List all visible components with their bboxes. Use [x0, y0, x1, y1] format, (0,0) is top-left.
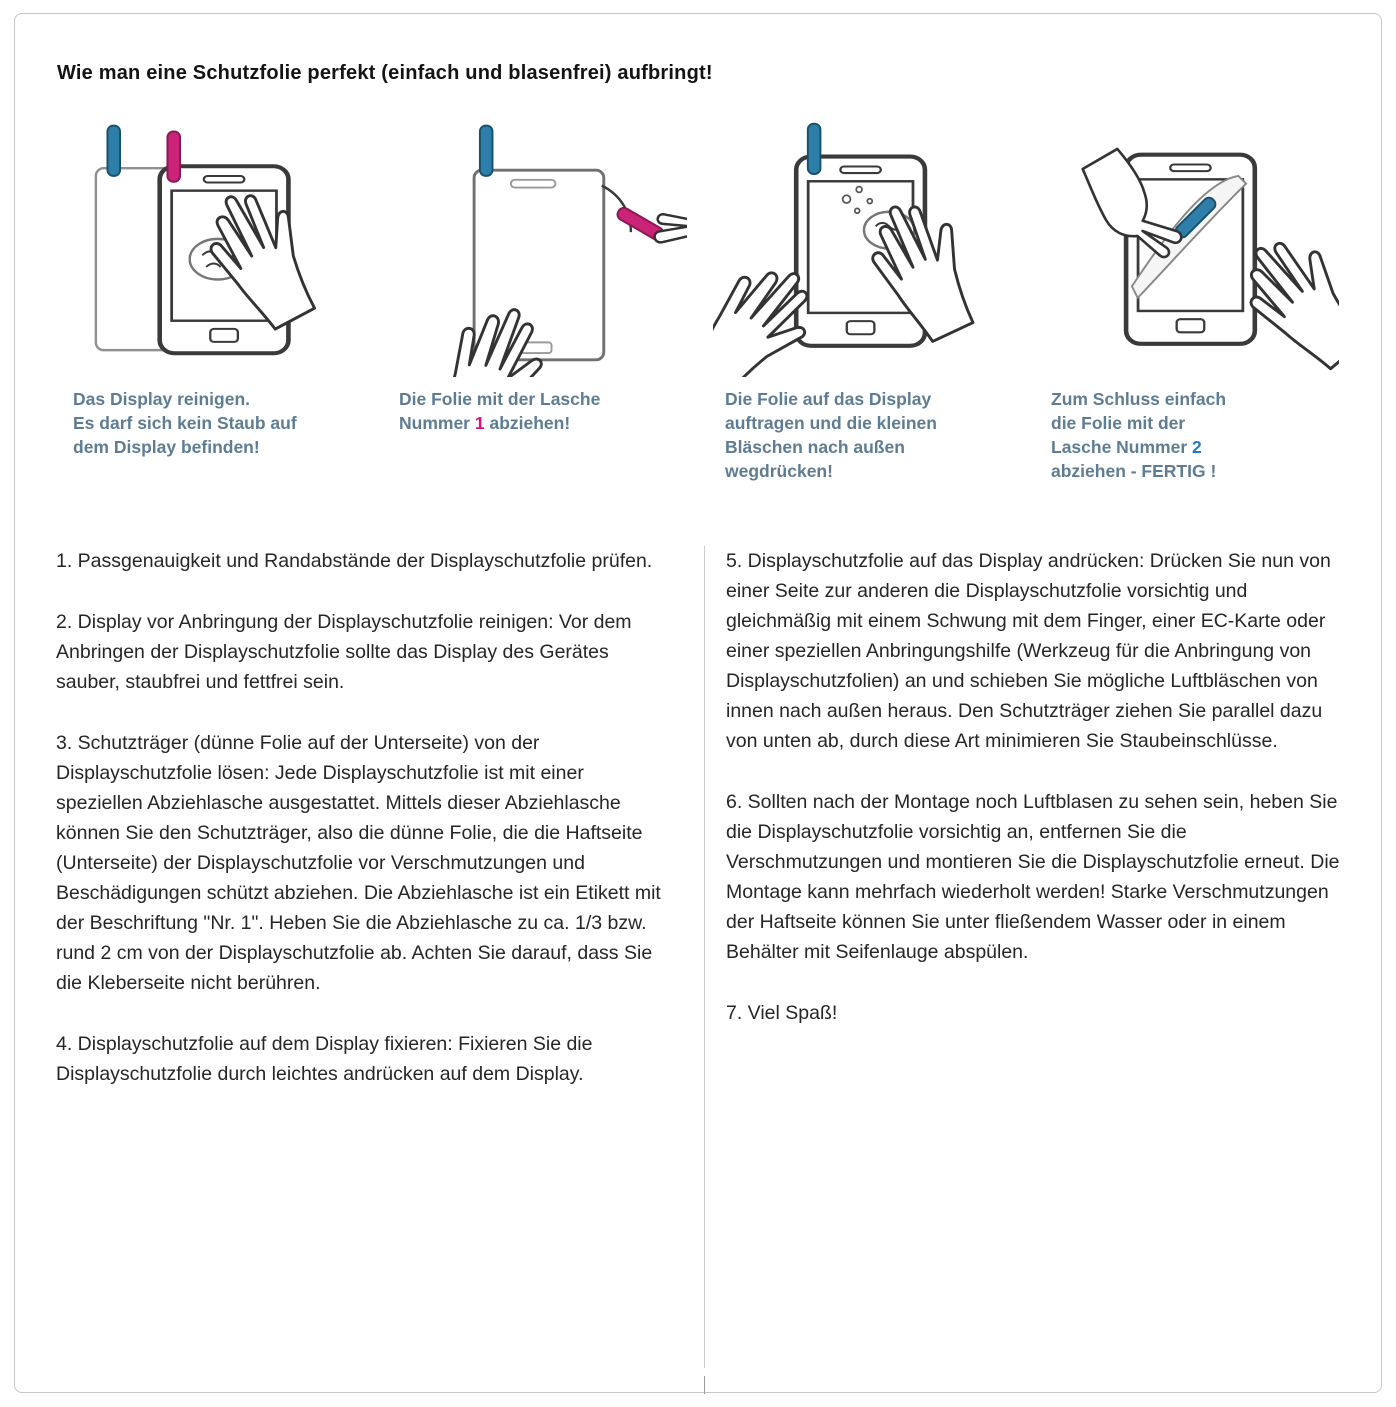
panel-caption-4: Zum Schluss einfach die Folie mit der La… [1051, 389, 1227, 482]
panel-pull-tab-2: Zum Schluss einfach die Folie mit der La… [1039, 122, 1345, 484]
panel-caption-3: Die Folie auf das Display auftragen und … [725, 389, 937, 482]
air-bubbles-icon [841, 185, 874, 215]
pull-tab-1-illustration [425, 124, 687, 377]
step-6: 6. Sollten nach der Montage noch Luftbla… [726, 791, 1340, 963]
column-divider-tick [704, 1376, 705, 1394]
pull-tab-2-illustration [1076, 141, 1339, 377]
illustration-row: Das Display reinigen. Es darf sich kein … [61, 122, 1347, 484]
step-7: 7. Viel Spaß! [726, 1002, 838, 1024]
step-1: 1. Passgenauigkeit und Randabstände der … [56, 550, 653, 572]
tab-number-2: 2 [1192, 437, 1202, 458]
panel-caption-1: Das Display reinigen. Es darf sich kein … [73, 389, 297, 458]
lifted-film-icon [1130, 174, 1248, 300]
peel-curl-line [601, 184, 633, 233]
apply-film-illustration [713, 122, 993, 377]
instructions-left-column: 1. Passgenauigkeit und Randabstände der … [56, 546, 670, 1120]
clean-display-illustration [94, 124, 334, 377]
step-4: 4. Displayschutzfolie auf dem Display fi… [56, 1033, 593, 1085]
column-divider [704, 546, 705, 1368]
pink-tab-icon [166, 130, 181, 183]
instructions-right-column: 5. Displayschutzfolie auf das Display an… [726, 546, 1344, 1059]
speaker-cutout [509, 178, 557, 189]
panel-clean-display: Das Display reinigen. Es darf sich kein … [61, 122, 367, 484]
step-3: 3. Schutzträger (dünne Folie auf der Unt… [56, 732, 661, 994]
page-title: Wie man eine Schutzfolie perfekt (einfac… [57, 62, 713, 84]
step-5: 5. Displayschutzfolie auf das Display an… [726, 550, 1331, 752]
panel-caption-2: Die Folie mit der Lasche Nummer 1 abzieh… [399, 389, 601, 434]
pinch-hand-icon [646, 187, 687, 293]
step-2: 2. Display vor Anbringung der Displaysch… [56, 611, 632, 693]
blue-tab-icon [106, 124, 121, 177]
instruction-card: Wie man eine Schutzfolie perfekt (einfac… [14, 13, 1382, 1394]
blue-tab-icon [806, 122, 822, 175]
tab-number-1: 1 [474, 413, 485, 434]
panel-apply-film: Die Folie auf das Display auftragen und … [713, 122, 1019, 484]
blue-tab-icon [478, 124, 494, 177]
panel-pull-tab-1: Die Folie mit der Lasche Nummer 1 abzieh… [387, 122, 693, 484]
